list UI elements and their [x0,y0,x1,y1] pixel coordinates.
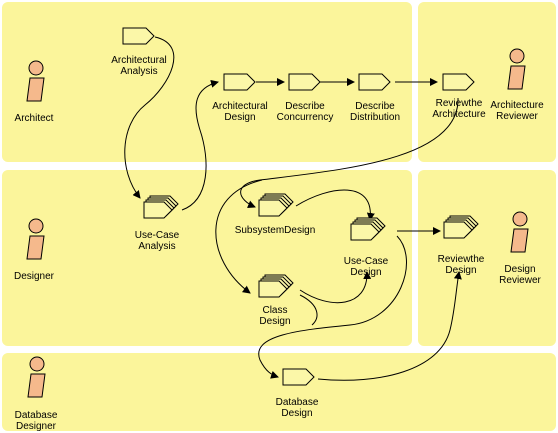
activity-label-line-1: Class [262,305,287,316]
activity-database-design[interactable]: Database Design [276,368,319,419]
role-label-architecture-reviewer-2: Reviewer [496,111,538,122]
activity-label-line-2: Architecture [432,109,486,120]
connectors [124,36,462,381]
activity-label-line-1: Describe [355,101,395,112]
arrow-analysis-to-usecase [124,36,175,199]
activity-label-line-1: Architectural [111,55,167,66]
arrow-database-to-reviewdesign [317,271,462,381]
arrow-review-to-subsystem [240,97,459,209]
activity-label-line-2: Analysis [120,66,157,77]
activity-label-line-1: Reviewthe [436,98,483,109]
activity-label-line-2: Analysis [138,241,175,252]
activity-use-case-analysis[interactable]: Use-Case Analysis [135,195,180,252]
activity-label-line-2: Design [445,265,476,276]
arrow-to-database-design [258,235,407,379]
actor-designer-icon [26,218,45,260]
actor-design-reviewer-icon [510,211,529,253]
arrow-usecase-to-archdesign [181,79,219,211]
arrow-class-branch [299,294,318,326]
activity-label-line-2: Design [259,316,290,327]
role-label-design-reviewer-1: Design [504,264,535,275]
activity-label-line-2: Design [224,112,255,123]
actor-architect: Architect [15,60,54,124]
activity-use-case-design[interactable]: Use-Case Design [344,217,389,278]
activity-label-line-1: Describe [285,101,325,112]
activity-architectural-analysis[interactable]: Architectural Analysis [111,27,167,77]
actor-architect-icon [26,60,45,102]
role-label-design-reviewer-2: Reviewer [499,275,541,286]
actor-database-designer: Database Designer [15,356,58,432]
activity-label-line-2: Design [281,408,312,419]
activity-review-design[interactable]: Reviewthe Design [438,215,485,276]
lane-architecture-reviewer [416,0,558,164]
activity-class-design[interactable]: Class Design [258,274,294,327]
role-label-designer: Designer [14,271,55,282]
activity-describe-distribution[interactable]: Describe Distribution [350,73,400,123]
activity-label-line-2: Distribution [350,112,400,123]
actor-database-designer-icon [27,356,46,398]
activity-label-line-1: Use-Case [344,256,389,267]
role-label-database-designer-1: Database [15,410,58,421]
lane-designer [0,168,414,348]
arrow-class-to-usecasedesign [299,271,372,304]
role-label-architecture-reviewer-1: Architecture [490,100,544,111]
role-label-database-designer-2: Designer [16,421,57,432]
activity-label-line-2: Concurrency [277,112,334,123]
actor-designer: Designer [14,218,55,282]
actor-design-reviewer: Design Reviewer [499,211,542,286]
activity-label-line-1: Reviewthe [438,254,485,265]
activity-label-line-2: Design [350,267,381,278]
actor-architecture-reviewer: Architecture Reviewer [490,48,544,122]
arrow-subsystem-to-usecasedesign [295,189,375,221]
role-label-architect: Architect [15,113,54,124]
arrow-review-to-class [215,179,263,294]
activity-label-line-1: Database [276,397,319,408]
activity-label: SubsystemDesign [235,225,316,236]
activity-review-architecture[interactable]: Reviewthe Architecture [432,73,486,120]
actor-architecture-reviewer-icon [507,48,526,90]
lane-database-designer [0,351,558,433]
activity-label-line-1: Architectural [212,101,268,112]
activity-describe-concurrency[interactable]: Describe Concurrency [277,73,334,123]
activity-subsystem-design[interactable]: SubsystemDesign [235,193,316,236]
activity-label-line-1: Use-Case [135,230,180,241]
activity-architectural-design[interactable]: Architectural Design [212,73,268,123]
